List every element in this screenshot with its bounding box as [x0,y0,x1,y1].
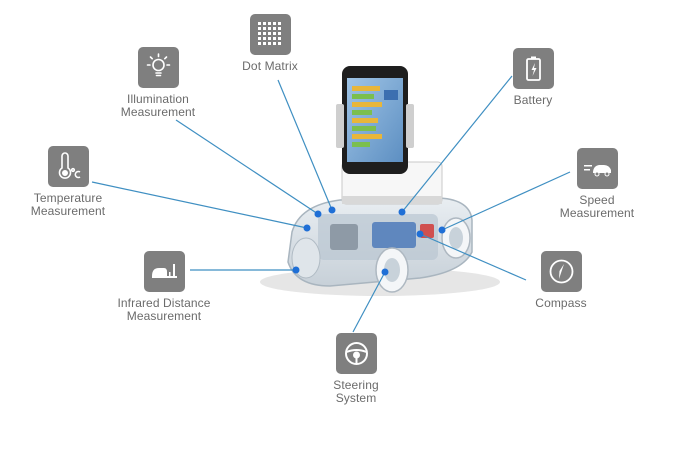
label-line: Speed [579,193,615,207]
dot-temperature [303,224,311,232]
feature-compass: Compass [526,251,596,310]
connector-dot-matrix [277,79,333,211]
label-line: Infrared Distance [117,296,211,310]
feature-speed: Speed Measurement [548,148,646,220]
label-line: Battery [513,93,553,107]
label-line: Dot Matrix [242,59,298,73]
connector-temperature [91,181,308,229]
label-line: Temperature [33,191,103,205]
steering-wheel-icon [335,333,377,374]
connector-compass [419,233,527,281]
label-line: Measurement [30,204,106,218]
label-line: Measurement [559,206,635,220]
speed-icon [576,148,618,189]
dot-battery [398,208,406,216]
feature-temperature: Temperature Measurement [18,146,118,218]
battery-icon [512,48,554,89]
connector-battery [401,75,513,213]
label-line: Measurement [120,105,196,119]
robot-image [260,66,500,296]
dot-illumination [314,210,322,218]
lightbulb-icon [137,47,179,88]
label-line: Compass [535,296,587,310]
feature-label: Speed Measurement [548,194,646,220]
connector-speed [441,171,571,231]
feature-label: Dot Matrix [230,60,310,73]
feature-label: Steering System [316,379,396,405]
feature-battery: Battery [502,48,564,107]
compass-icon [540,251,582,292]
feature-dot-matrix: Dot Matrix [230,14,310,73]
dot-compass [416,230,424,238]
label-line: System [335,391,377,405]
connector-illumination [175,119,319,215]
feature-infrared-distance: Infrared Distance Measurement [108,251,220,323]
connector-steering [352,271,386,333]
label-line: Measurement [126,309,202,323]
grid-icon [249,14,291,55]
dot-infrared [292,266,300,274]
label-line: Illumination [127,92,189,106]
thermometer-icon [47,146,89,187]
feature-label: Battery [502,94,564,107]
feature-steering: Steering System [316,333,396,405]
feature-illumination: Illumination Measurement [108,47,208,119]
dot-speed [438,226,446,234]
feature-label: Illumination Measurement [108,93,208,119]
dot-dot-matrix [328,206,336,214]
dot-steering [381,268,389,276]
feature-label: Infrared Distance Measurement [108,297,220,323]
feature-label: Compass [526,297,596,310]
distance-icon [143,251,185,292]
feature-label: Temperature Measurement [18,192,118,218]
label-line: Steering [333,378,379,392]
